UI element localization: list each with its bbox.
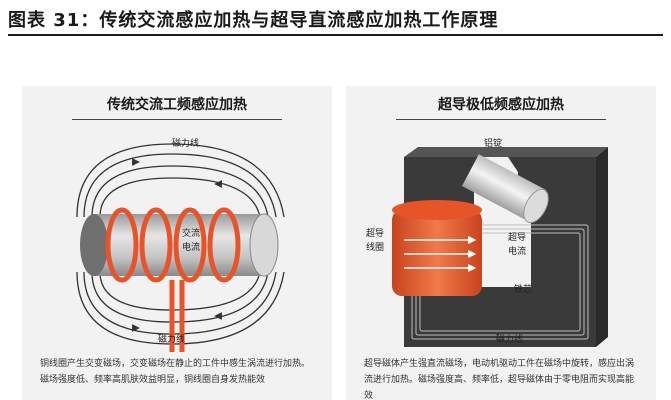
right-label-coil-2: 线圈	[366, 243, 385, 253]
right-label-coil-1: 超导	[366, 229, 385, 239]
superconducting-dc-panel: 超导极低频感应加热	[346, 86, 656, 400]
ac-heating-diagram	[76, 143, 285, 352]
left-label-field-top: 磁力线	[172, 139, 200, 149]
left-label-ac-2: 电流	[182, 243, 201, 253]
upper-field-lines	[76, 143, 285, 218]
right-panel-divider	[396, 119, 606, 120]
right-panel-title: 超导极低频感应加热	[438, 97, 564, 113]
left-label-field-bottom: 磁力线	[158, 335, 186, 345]
copper-coil	[105, 207, 241, 352]
left-caption: 铜线圈产生交变磁场，交变磁场在静止的工件中感生涡流进行加热。磁场强度低、频率高肌…	[40, 359, 311, 385]
left-panel-divider	[72, 119, 282, 120]
right-label-current-1: 超导	[508, 233, 527, 243]
aluminum-ingot	[461, 154, 549, 224]
right-label-ingot: 铝锭	[484, 139, 503, 149]
right-label-current-2: 电流	[508, 247, 527, 257]
right-label-field-bottom: 磁力线	[496, 335, 524, 345]
superconducting-coil	[392, 200, 482, 296]
dc-heating-diagram	[392, 147, 608, 347]
left-panel-title: 传统交流工频感应加热	[107, 97, 247, 113]
right-label-core: 铁芯	[514, 285, 533, 295]
traditional-ac-panel: 传统交流工频感应加热	[22, 86, 332, 400]
right-caption: 超导磁体产生强直流磁场，电动机驱动工件在磁场中旋转，感应出涡流进行加热。磁场强度…	[364, 359, 635, 400]
figure-title: 图表 31：传统交流感应加热与超导直流感应加热工作原理	[8, 10, 499, 31]
title-divider	[8, 34, 663, 36]
left-label-ac-1: 交流	[182, 229, 201, 239]
